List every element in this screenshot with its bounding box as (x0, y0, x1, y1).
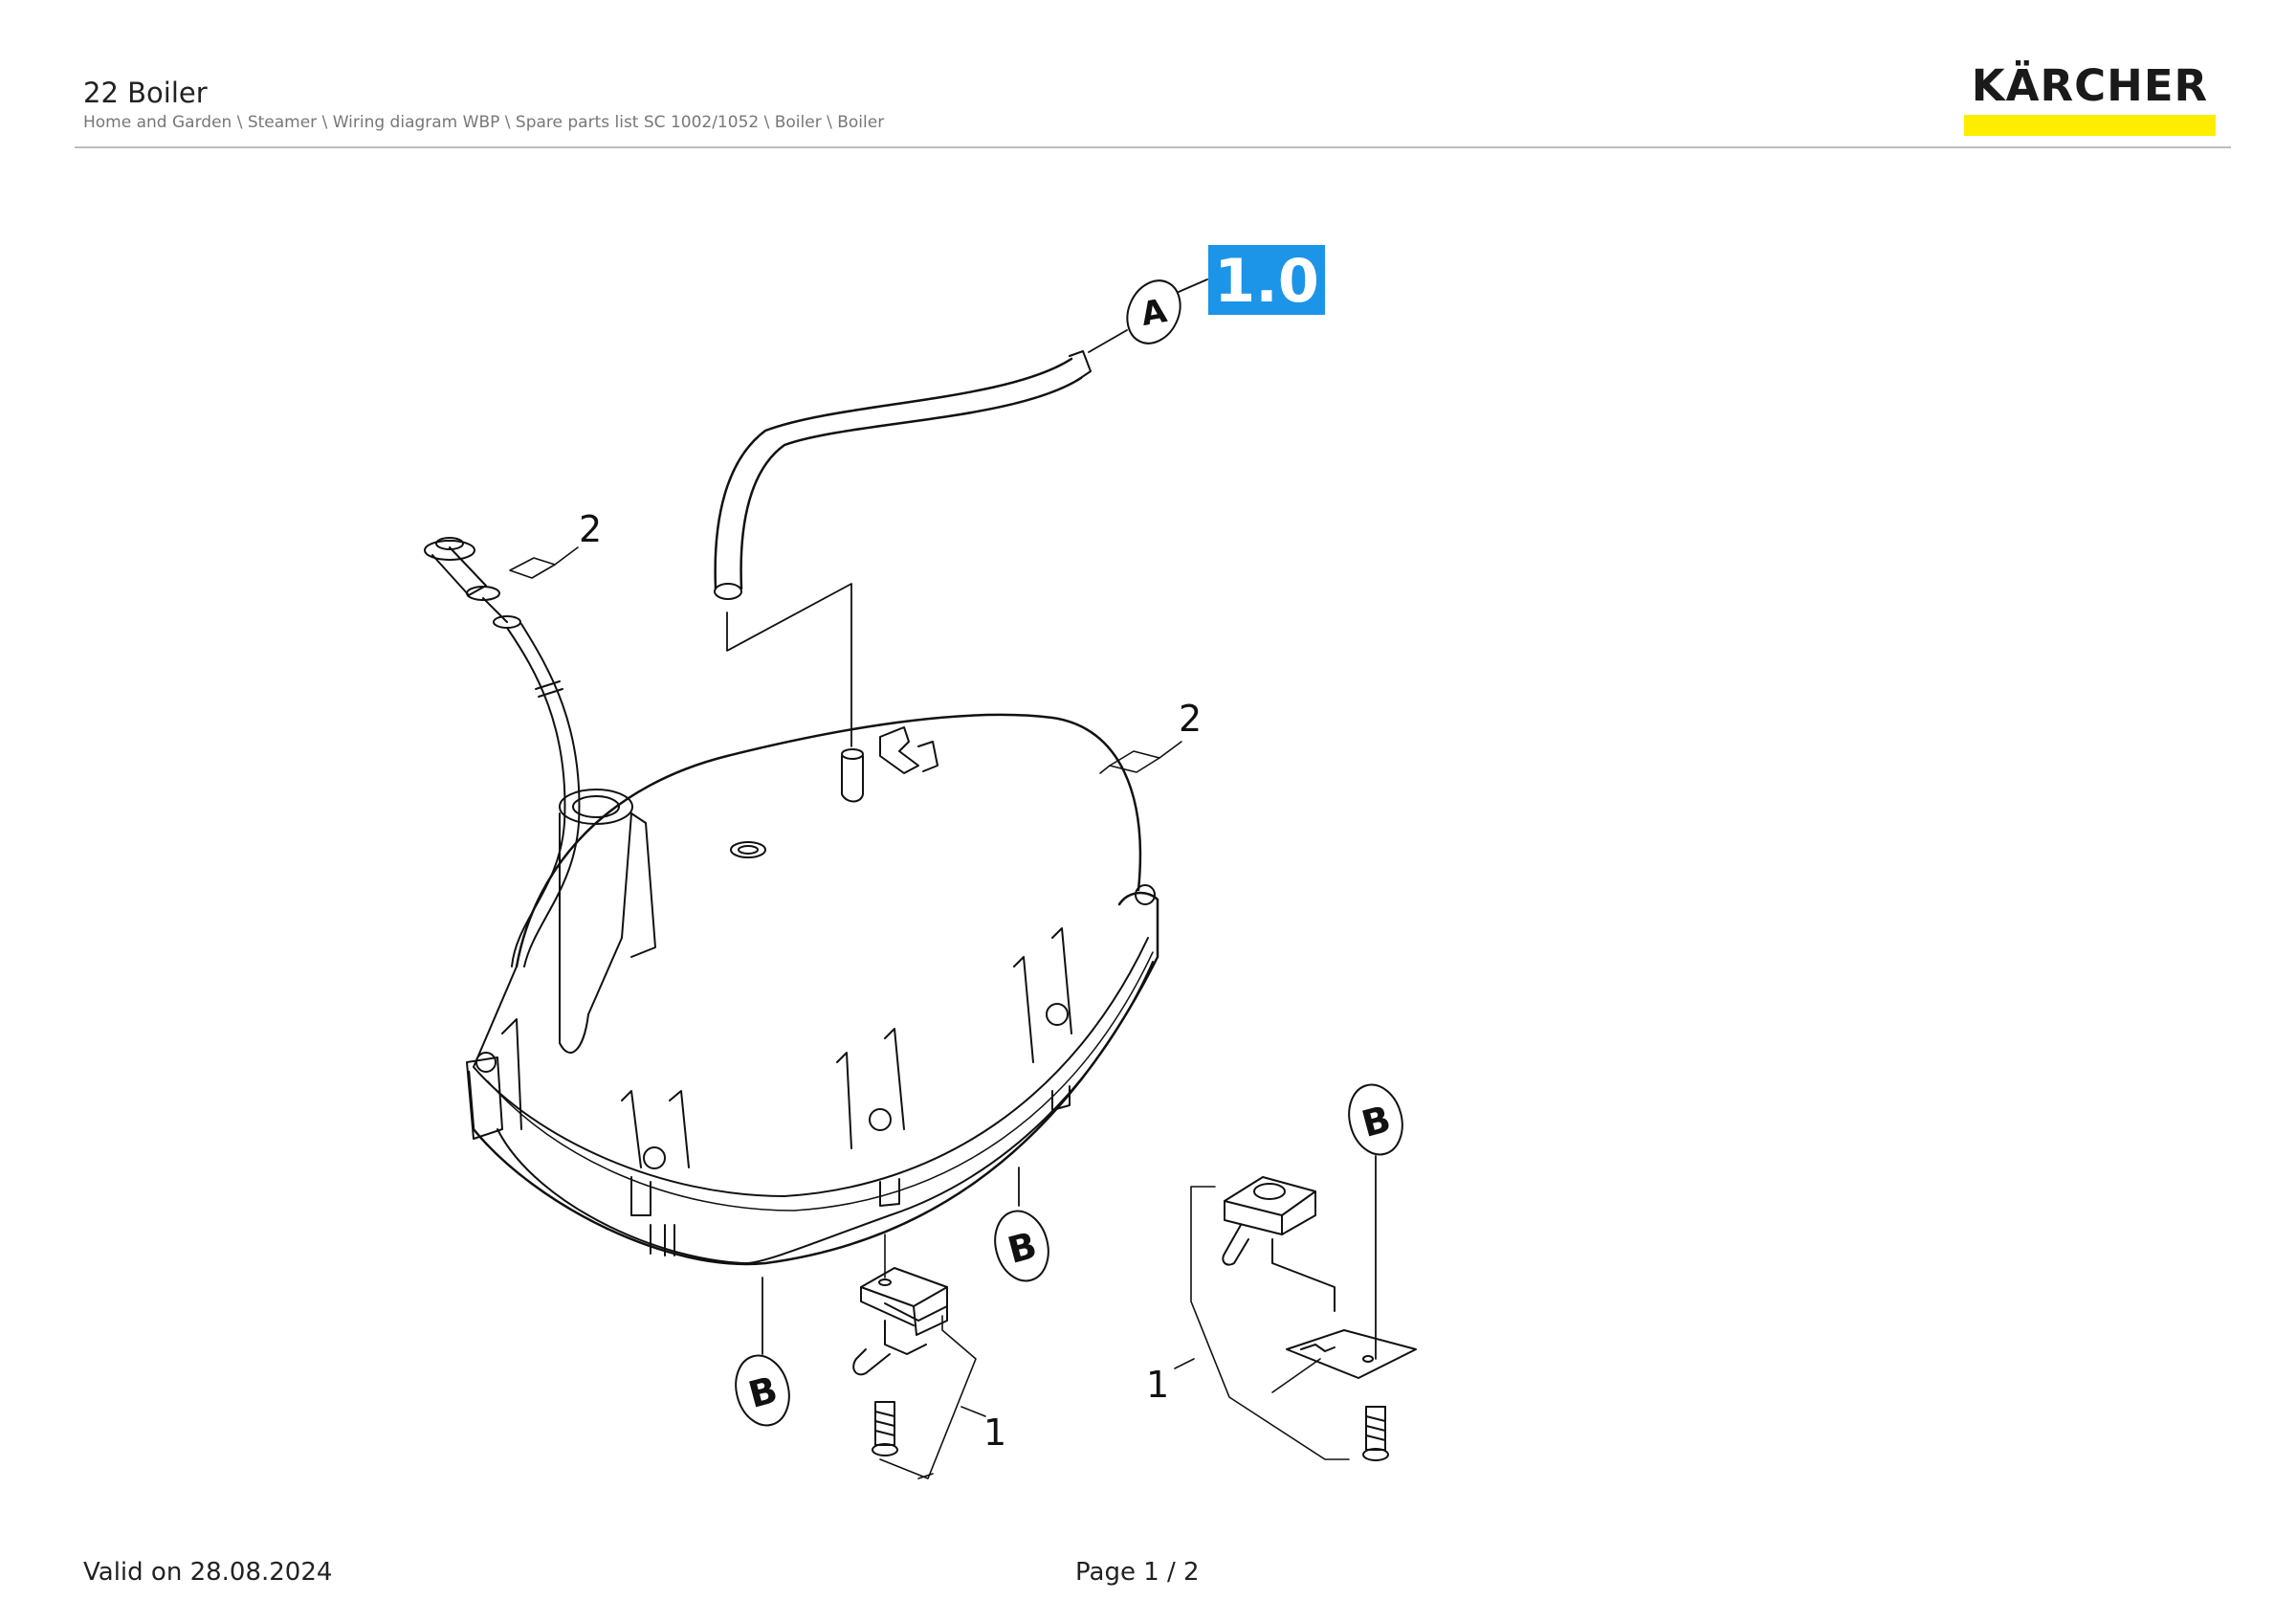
sensor-item-marker (509, 546, 579, 579)
callout-b-middle-label: B (1004, 1224, 1041, 1272)
callout-a[interactable]: A (1088, 272, 1208, 353)
level-sensor-probe (424, 537, 581, 967)
thermostat-switch-right (1174, 1176, 1417, 1461)
logo-text: KÄRCHER (1971, 60, 2209, 111)
karcher-logo: KÄRCHER (1964, 59, 2216, 136)
switch-left-item-number: 1 (983, 1412, 1006, 1454)
page-number: Page 1 / 2 (1075, 1558, 1200, 1587)
callout-a-label: A (1138, 292, 1171, 334)
callout-b-right[interactable]: B (1341, 1078, 1409, 1360)
sensor-item-number: 2 (579, 508, 602, 550)
version-badge-label: 1.0 (1214, 246, 1319, 316)
callout-b-right-label: B (1358, 1098, 1395, 1145)
page-title: 22 Boiler (83, 77, 208, 109)
boiler-item-marker (1099, 741, 1182, 774)
switch-right-item-number: 1 (1146, 1364, 1169, 1406)
logo-yellow-bar (1964, 115, 2216, 136)
boiler-item-number: 2 (1179, 698, 1202, 740)
breadcrumb: Home and Garden \ Steamer \ Wiring diagr… (83, 113, 885, 132)
header-divider (75, 146, 2231, 148)
valid-date: Valid on 28.08.2024 (83, 1558, 333, 1587)
callout-b-left-label: B (744, 1368, 782, 1416)
callout-b-middle[interactable]: B (987, 1167, 1055, 1287)
steam-hose (714, 350, 1092, 600)
boiler-housing (466, 713, 1159, 1266)
thermostat-switch-left (852, 1234, 986, 1479)
version-badge[interactable]: 1.0 (1208, 245, 1325, 316)
hose-leader-line (726, 583, 852, 747)
callout-b-left[interactable]: B (728, 1277, 796, 1432)
